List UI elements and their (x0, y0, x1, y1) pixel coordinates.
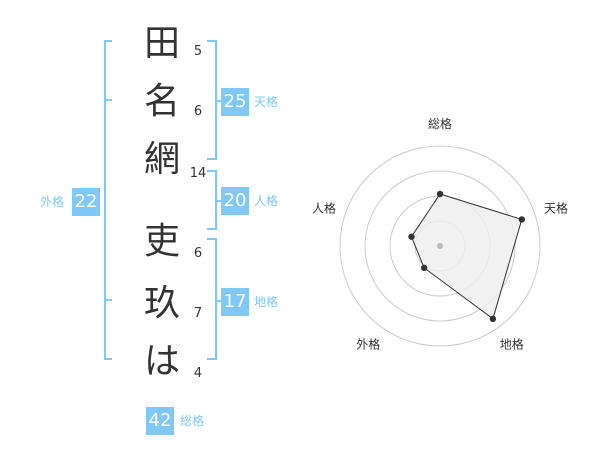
radar-axis-label-3: 地格 (500, 337, 524, 352)
chikaku-badge: 17 (221, 288, 249, 316)
radar-point-3 (489, 315, 497, 323)
radar-axis-label-5: 人格 (312, 200, 336, 215)
radar-point-4 (420, 264, 428, 272)
name-char-3: 網 (143, 139, 180, 180)
radar-axis-label-1: 総格 (428, 116, 452, 131)
radar-point-1 (436, 190, 444, 198)
radar-point-2 (518, 216, 525, 223)
stroke-count-1: 5 (193, 44, 203, 59)
soukaku-badge: 42 (146, 407, 174, 435)
radar-polygon (410, 193, 523, 320)
tenkaku-badge: 25 (221, 88, 249, 116)
tenkaku-connector (216, 100, 222, 102)
name-char-1: 田 (143, 23, 180, 64)
tenkaku-label: 天格 (254, 95, 279, 109)
radar-center-dot (437, 243, 443, 249)
stroke-count-6: 4 (193, 366, 203, 381)
radar-axis-label-4: 外格 (356, 337, 380, 352)
radar-point-5 (408, 233, 415, 240)
chikaku-label: 地格 (254, 295, 279, 309)
stroke-count-3: 14 (189, 166, 207, 181)
gaikaku-badge: 22 (72, 188, 100, 216)
gaikaku-label: 外格 (40, 195, 65, 209)
soukaku-label: 総格 (180, 414, 205, 428)
name-char-4: 吏 (143, 221, 180, 262)
name-char-6: は (143, 341, 180, 382)
radar-axis-label-2: 天格 (544, 200, 568, 215)
gaikaku-bracket (104, 40, 118, 360)
radar-ring (339, 145, 541, 347)
radar-ring (364, 170, 516, 322)
jinkaku-label: 人格 (254, 194, 279, 208)
stroke-count-4: 6 (193, 246, 203, 261)
chikaku-bracket (205, 238, 217, 360)
stroke-count-5: 7 (193, 306, 203, 321)
name-char-2: 名 (143, 81, 180, 122)
name-char-5: 玖 (143, 283, 180, 324)
chikaku-connector (216, 300, 222, 302)
stroke-count-2: 6 (193, 104, 203, 119)
jinkaku-badge: 20 (221, 187, 249, 215)
jinkaku-connector (216, 200, 222, 202)
